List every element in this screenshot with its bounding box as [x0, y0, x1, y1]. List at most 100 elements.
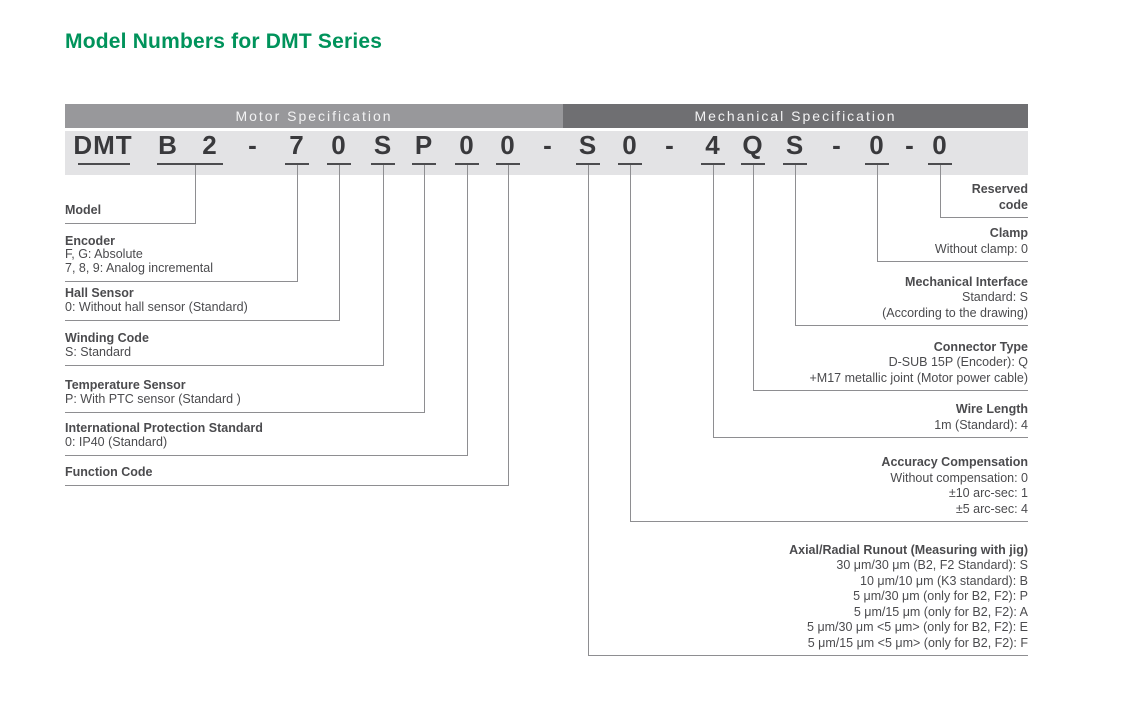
code-char: 0 [932, 130, 948, 160]
label-connector-type-heading: Connector Type [933, 339, 1028, 354]
tick-clamp [865, 163, 889, 165]
tick-temperature-sensor [412, 163, 436, 165]
code-separator: - [543, 130, 553, 160]
callout-line-winding-code [383, 165, 384, 366]
callout-line-clamp [877, 165, 878, 262]
code-char: 0 [459, 130, 475, 160]
code-char: 7 [289, 130, 305, 160]
label-accuracy-compensation-detail: Without compensation: 0 [890, 470, 1028, 485]
label-axial-radial-runout-detail: 5 μm/30 μm (only for B2, F2): P [853, 589, 1028, 603]
label-axial-radial-runout: Axial/Radial Runout (Measuring with jig)… [588, 542, 1028, 656]
label-axial-radial-runout-detail: 30 μm/30 μm (B2, F2 Standard): S [836, 558, 1028, 572]
label-temperature-sensor: Temperature Sensor P: With PTC sensor (S… [65, 378, 424, 413]
label-protection-standard: International Protection Standard 0: IP4… [65, 421, 467, 456]
motor-specification-header: Motor Specification [65, 104, 563, 128]
label-accuracy-compensation-heading: Accuracy Compensation [881, 455, 1028, 469]
label-mechanical-interface-detail: Standard: S [961, 290, 1028, 304]
label-protection-standard-detail: 0: IP40 (Standard) [65, 434, 168, 449]
callout-line-wire-length [713, 165, 714, 438]
label-accuracy-compensation: Accuracy Compensation Without compensati… [630, 455, 1028, 522]
label-reserved-code-heading: Reserved code [971, 182, 1028, 212]
label-connector-type-detail: +M17 metallic joint (Motor power cable) [809, 370, 1029, 385]
label-hall-sensor-detail: 0: Without hall sensor (Standard) [65, 299, 248, 314]
code-char: 0 [331, 130, 347, 160]
label-axial-radial-runout-detail: 10 μm/10 μm (K3 standard): B [860, 573, 1028, 588]
code-char: 0 [500, 130, 516, 160]
label-winding-code-heading: Winding Code [65, 331, 149, 345]
callout-line-model [195, 165, 196, 224]
callout-line-accuracy [630, 165, 631, 522]
label-accuracy-compensation-detail: ±5 arc-sec: 4 [955, 501, 1028, 516]
label-axial-radial-runout-detail: 5 μm/15 μm (only for B2, F2): A [853, 604, 1028, 619]
code-separator: - [665, 130, 675, 160]
label-connector-type: Connector Type D-SUB 15P (Encoder): Q +M… [753, 339, 1029, 391]
label-reserved-code: Reserved code [940, 182, 1028, 218]
tick-accuracy [618, 163, 642, 165]
label-connector-type-detail: D-SUB 15P (Encoder): Q [888, 355, 1028, 369]
label-mechanical-interface: Mechanical Interface Standard: S (Accord… [795, 274, 1028, 326]
label-mechanical-interface-heading: Mechanical Interface [905, 274, 1028, 289]
tick-wire-length [701, 163, 725, 165]
label-clamp-heading: Clamp [989, 226, 1028, 240]
label-hall-sensor-heading: Hall Sensor [65, 286, 134, 300]
tick-encoder [285, 163, 309, 165]
code-char: S [785, 130, 805, 160]
callout-line-hall-sensor [339, 165, 340, 321]
tick-protection-standard [455, 163, 479, 165]
label-wire-length-detail: 1m (Standard): 4 [934, 417, 1028, 432]
tick-connector-type [741, 163, 765, 165]
callout-line-connector-type [753, 165, 754, 391]
code-separator: - [905, 130, 915, 160]
label-winding-code-detail: S: Standard [65, 344, 132, 359]
tick-mechanical-interface [783, 163, 807, 165]
label-model: Model [65, 202, 195, 224]
tick-hall-sensor [327, 163, 351, 165]
label-axial-radial-runout-detail: 5 μm/30 μm <5 μm> (only for B2, F2): E [807, 620, 1028, 634]
tick-dmt [78, 163, 130, 165]
tick-model [157, 163, 223, 165]
code-char: P [414, 130, 434, 160]
code-char: 0 [622, 130, 638, 160]
code-char: S [373, 130, 393, 160]
callout-line-encoder [297, 165, 298, 282]
label-accuracy-compensation-detail: ±10 arc-sec: 1 [948, 486, 1028, 500]
page-title: Model Numbers for DMT Series [65, 30, 383, 53]
label-hall-sensor: Hall Sensor 0: Without hall sensor (Stan… [65, 286, 339, 321]
label-axial-radial-runout-heading: Axial/Radial Runout (Measuring with jig) [789, 542, 1028, 557]
label-encoder-detail: F, G: Absolute [65, 247, 143, 261]
label-model-heading: Model [65, 202, 102, 217]
label-clamp: Clamp Without clamp: 0 [877, 226, 1028, 262]
code-separator: - [248, 130, 258, 160]
tick-function-code [496, 163, 520, 165]
label-protection-standard-heading: International Protection Standard [65, 421, 263, 435]
callout-line-runout [588, 165, 589, 656]
tick-reserved-code [928, 163, 952, 165]
label-function-code: Function Code [65, 464, 508, 486]
label-wire-length-heading: Wire Length [955, 402, 1028, 416]
code-char: 4 [705, 130, 721, 160]
callout-line-function-code [508, 165, 509, 486]
code-separator: - [832, 130, 842, 160]
code-char: B [158, 130, 178, 160]
label-encoder-heading: Encoder [65, 233, 116, 248]
tick-winding-code [371, 163, 395, 165]
callout-line-protection-standard [467, 165, 468, 456]
label-clamp-detail: Without clamp: 0 [934, 241, 1028, 256]
code-char: 2 [202, 130, 218, 160]
label-temperature-sensor-detail: P: With PTC sensor (Standard ) [65, 391, 241, 406]
label-mechanical-interface-detail: (According to the drawing) [882, 305, 1028, 320]
callout-line-reserved-code [940, 165, 941, 218]
code-char: Q [742, 130, 764, 160]
model-code-row [65, 131, 1028, 175]
callout-line-mechanical-interface [795, 165, 796, 326]
label-temperature-sensor-heading: Temperature Sensor [65, 378, 186, 392]
label-encoder-detail: 7, 8, 9: Analog incremental [65, 260, 214, 275]
label-winding-code: Winding Code S: Standard [65, 331, 383, 366]
label-axial-radial-runout-detail: 5 μm/15 μm <5 μm> (only for B2, F2): F [807, 635, 1028, 650]
mechanical-specification-header: Mechanical Specification [563, 104, 1028, 128]
callout-line-temperature-sensor [424, 165, 425, 413]
label-function-code-heading: Function Code [65, 464, 153, 479]
label-wire-length: Wire Length 1m (Standard): 4 [713, 402, 1028, 438]
tick-runout [576, 163, 600, 165]
